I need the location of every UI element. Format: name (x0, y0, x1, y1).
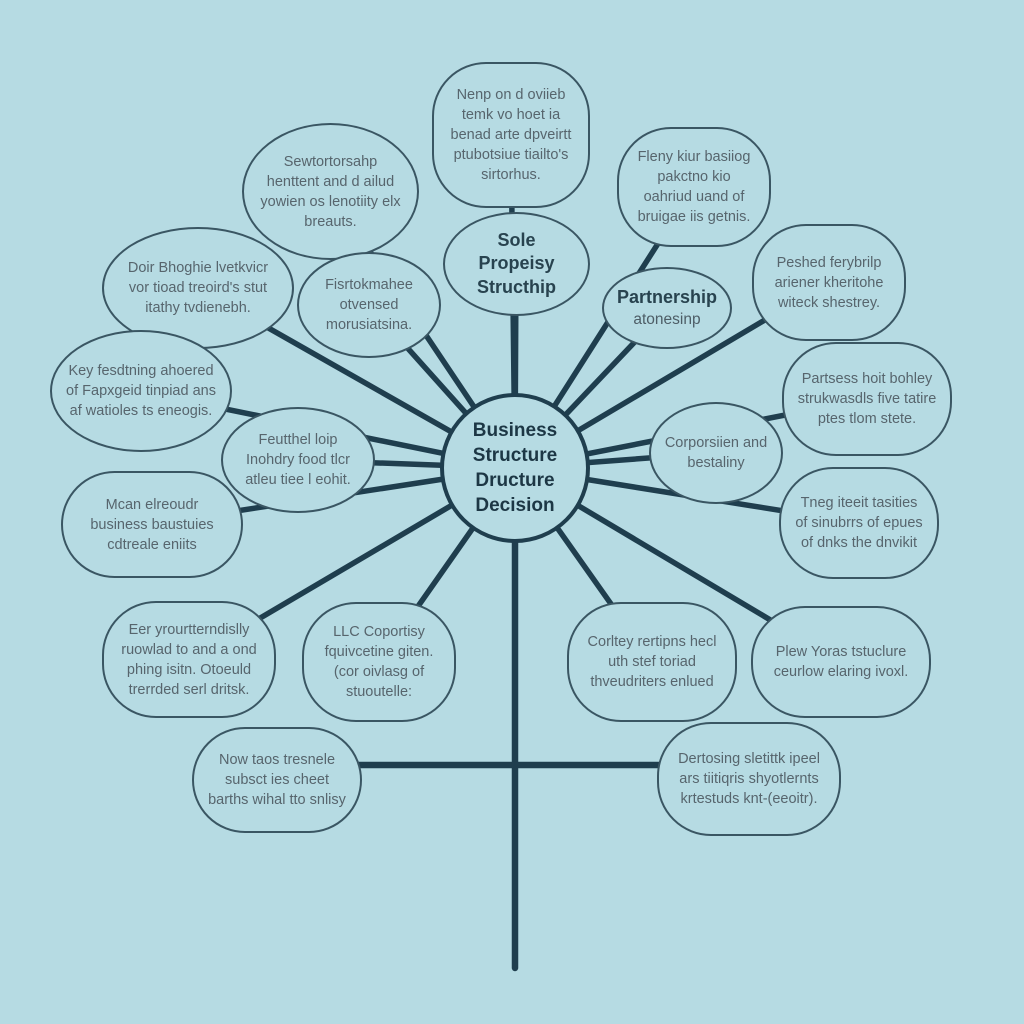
node-text: Nenp on d oviieb temk vo hoet ia benad a… (450, 87, 572, 183)
mindmap-node: Plew Yoras tstuclure ceurlow elaring ivo… (751, 606, 931, 718)
node-text: Mcan elreoudr business baustuies cdtreal… (90, 496, 214, 553)
mindmap-node: Peshed ferybrilp ariener kheritohe witec… (752, 224, 906, 341)
node-text: Corporsiien and bestaliny (664, 435, 768, 471)
node-text: Now taos tresnele subsct ies cheet barth… (208, 752, 346, 808)
node-text: Corltey rertipns hecl uth stef toriad th… (587, 634, 717, 690)
node-text: Tneg iteeit tasities of sinubrrs of epue… (795, 495, 923, 551)
node-text: Eer yrourtterndislly ruowlad to and a on… (121, 621, 257, 698)
node-text: Key fesdtning ahoered of Fapxgeid tinpia… (66, 363, 216, 419)
mindmap-node: Tneg iteeit tasities of sinubrrs of epue… (779, 467, 939, 579)
mindmap-node: Sewtortorsahp henttent and d ailud yowie… (242, 123, 419, 260)
mindmap-node: Key fesdtning ahoered of Fapxgeid tinpia… (50, 330, 232, 452)
mindmap-node: Eer yrourtterndislly ruowlad to and a on… (102, 601, 276, 718)
mindmap-node: Mcan elreoudr business baustuies cdtreal… (61, 471, 243, 578)
node-text: Fleny kiur basiiog pakctno kio oahriud u… (637, 149, 751, 225)
node-text: Dertosing sletittk ipeel ars tiitiqris s… (678, 751, 820, 807)
mindmap-node: Corltey rertipns hecl uth stef toriad th… (567, 602, 737, 722)
node-text: Partsess hoit bohley strukwasdls five ta… (797, 371, 937, 427)
mindmap-node-partnership: Partnership atonesinp (602, 267, 732, 349)
mindmap-node: Corporsiien and bestaliny (649, 402, 783, 504)
node-text: Feutthel loip Inohdry food tlcr atleu ti… (245, 432, 351, 488)
mindmap-node: Partsess hoit bohley strukwasdls five ta… (782, 342, 952, 456)
node-text: Sole Propeisy Structhip (477, 229, 556, 297)
mindmap-node: Fisrtokmahee otvensed morusiatsina. (297, 252, 441, 358)
mindmap-node: Doir Bhoghie lvetkvicr vor tioad treoird… (102, 227, 294, 349)
node-text: Sewtortorsahp henttent and d ailud yowie… (260, 153, 401, 230)
node-text: Plew Yoras tstuclure ceurlow elaring ivo… (773, 644, 909, 680)
mindmap-node: Fleny kiur basiiog pakctno kio oahriud u… (617, 127, 771, 247)
node-text: LLC Coportisy fquivcetine giten. (cor oi… (324, 624, 434, 700)
mindmap-node: Now taos tresnele subsct ies cheet barth… (192, 727, 362, 833)
node-text: Fisrtokmahee otvensed morusiatsina. (325, 277, 413, 333)
node-text: Doir Bhoghie lvetkvicr vor tioad treoird… (127, 260, 269, 316)
node-title: Partnership (616, 287, 718, 308)
center-node: Business Structure Dructure Decision (440, 393, 590, 543)
node-subtitle: atonesinp (633, 310, 701, 328)
mindmap-node: Nenp on d oviieb temk vo hoet ia benad a… (432, 62, 590, 208)
center-title: Business Structure Dructure Decision (472, 419, 558, 517)
mindmap-node: LLC Coportisy fquivcetine giten. (cor oi… (302, 602, 456, 722)
mindmap-node: Feutthel loip Inohdry food tlcr atleu ti… (221, 407, 375, 513)
node-text: Peshed ferybrilp ariener kheritohe witec… (774, 254, 884, 311)
mindmap-node: Dertosing sletittk ipeel ars tiitiqris s… (657, 722, 841, 836)
mindmap-node-sole-proprietorship: Sole Propeisy Structhip (443, 212, 590, 316)
